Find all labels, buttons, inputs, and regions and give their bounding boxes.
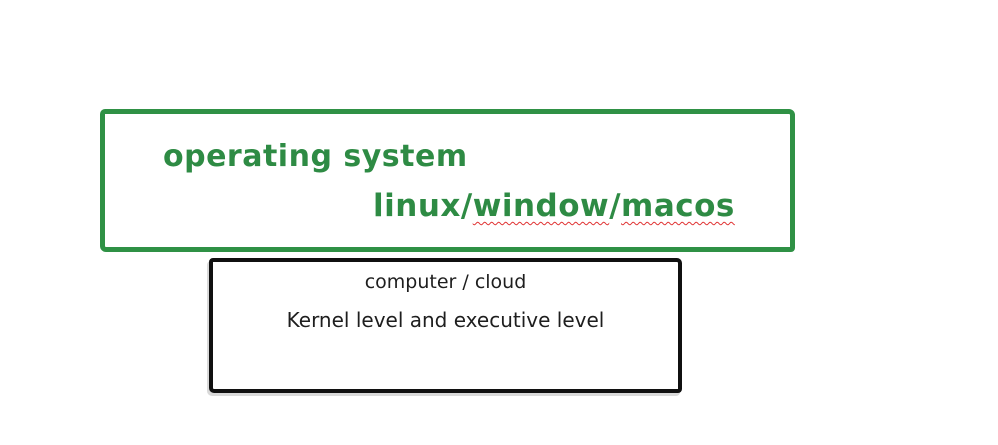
os-list-window-text: window (472, 188, 610, 224)
kernel-executive-level-label[interactable]: Kernel level and executive level (286, 308, 605, 332)
os-list-separator-text: / (609, 188, 622, 224)
operating-system-box[interactable] (100, 109, 795, 252)
os-list-linux-text: linux/ (373, 188, 473, 224)
operating-system-label[interactable]: operating system (163, 139, 468, 174)
os-list-macos-text: macos (621, 188, 735, 224)
computer-cloud-label[interactable]: computer / cloud (364, 271, 527, 293)
os-list-label[interactable]: linux/window/macos (373, 188, 735, 224)
computer-cloud-box[interactable] (209, 258, 682, 393)
